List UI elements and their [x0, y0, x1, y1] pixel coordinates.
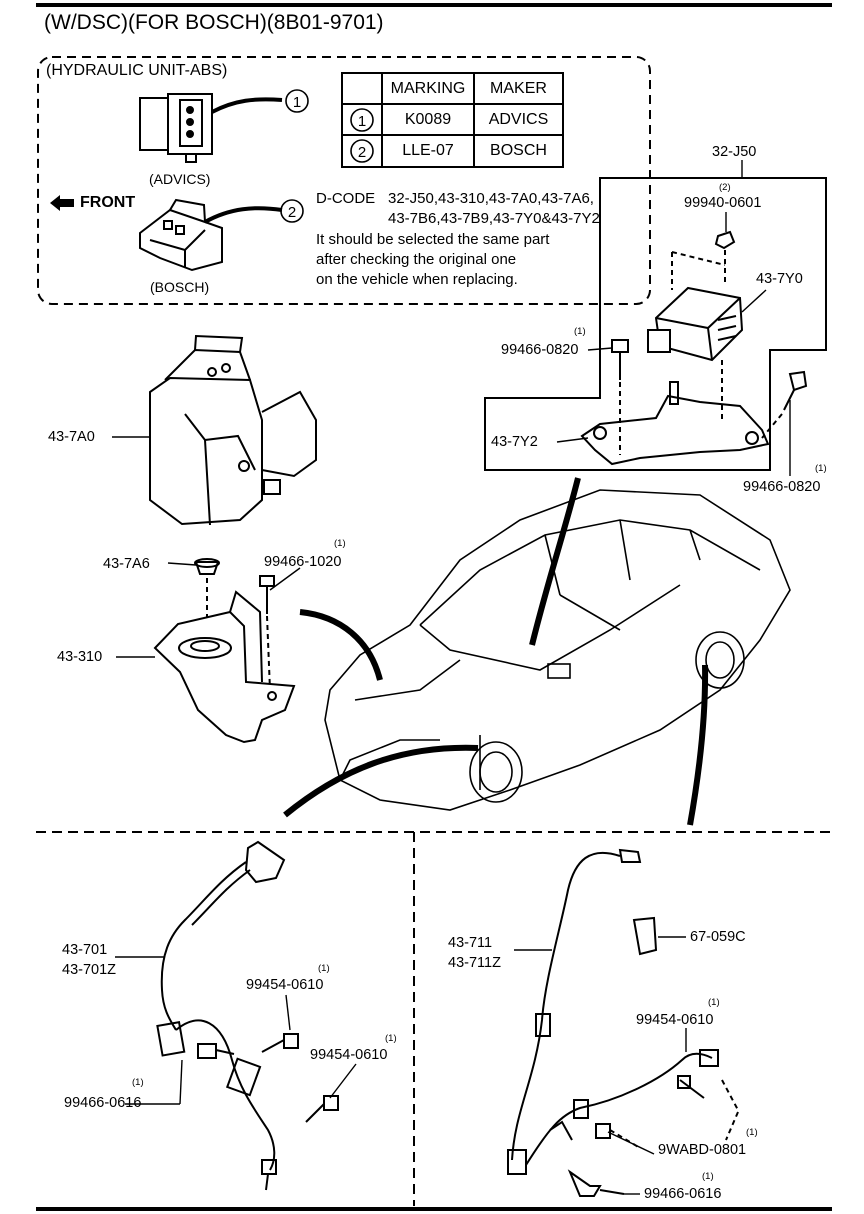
part-99454-0610-c-qty: (1)	[708, 997, 720, 1008]
pointer-abs	[299, 609, 383, 681]
callout-2-text: 2	[288, 204, 296, 221]
part-99454-0610-c[interactable]: 99454-0610	[636, 1012, 714, 1028]
part-99940-qty: (2)	[719, 182, 731, 193]
part-43-7a0[interactable]: 43-7A0	[48, 429, 95, 445]
part-99466-0616-b-qty: (1)	[702, 1171, 714, 1182]
note-line-1: It should be selected the same part	[316, 231, 550, 248]
part-43-7a6[interactable]: 43-7A6	[103, 556, 150, 572]
part-9wabd-0801-qty: (1)	[746, 1127, 758, 1138]
part-99454-0610-a-qty: (1)	[318, 963, 330, 974]
dcode-line-1: 32-J50,43-310,43-7A0,43-7A6,	[388, 190, 594, 207]
table-header-maker: MAKER	[490, 80, 547, 97]
part-99466-0616-b[interactable]: 99466-0616	[644, 1186, 722, 1202]
leader-lines	[112, 160, 791, 1195]
front-arrow-icon	[50, 195, 74, 211]
front-wheel-sensor-illustration	[156, 840, 339, 1191]
part-99466-0616-a[interactable]: 99466-0616	[64, 1095, 142, 1111]
part-99454-0610-b[interactable]: 99454-0610	[310, 1047, 388, 1063]
table-row-1-marking: K0089	[404, 111, 452, 128]
table-row-1-maker: ADVICS	[488, 111, 549, 128]
part-99466-0820-a-qty: (1)	[574, 326, 586, 337]
marking-table	[341, 72, 564, 168]
hydraulic-unit-title: (HYDRAULIC UNIT-ABS)	[46, 62, 228, 79]
part-67-059c[interactable]: 67-059C	[690, 929, 746, 945]
part-99466-0820-b[interactable]: 99466-0820	[743, 479, 821, 495]
part-32-j50[interactable]: 32-J50	[712, 144, 757, 160]
dcode-label: D-CODE	[316, 190, 376, 207]
part-99940-0601[interactable]: 99940-0601	[684, 195, 762, 211]
part-43-711[interactable]: 43-711	[448, 935, 493, 951]
advics-unit-illustration	[139, 89, 309, 163]
front-label: FRONT	[80, 194, 136, 211]
page-title: (W/DSC)(FOR BOSCH)(8B01-9701)	[44, 11, 384, 34]
part-43-310[interactable]: 43-310	[57, 649, 103, 665]
abs-hydraulic-unit-illustration	[149, 334, 317, 526]
part-9wabd-0801[interactable]: 9WABD-0801	[658, 1142, 747, 1158]
part-99466-0820-a[interactable]: 99466-0820	[501, 342, 579, 358]
hydraulic-unit-box	[37, 56, 651, 305]
label-bosch: (BOSCH)	[150, 279, 210, 295]
table-row-2-marking: LLE-07	[402, 142, 454, 159]
part-99466-0616-a-qty: (1)	[132, 1077, 144, 1088]
table-row-2-maker: BOSCH	[490, 142, 547, 159]
part-43-7y0[interactable]: 43-7Y0	[756, 271, 803, 287]
dcode-line-2: 43-7B6,43-7B9,43-7Y0&43-7Y2	[388, 210, 600, 227]
table-row-2-num: 2	[358, 144, 366, 161]
callout-1-text: 1	[293, 94, 301, 111]
part-43-7y2[interactable]: 43-7Y2	[491, 434, 538, 450]
vehicle-illustration	[324, 489, 791, 811]
note-line-3: on the vehicle when replacing.	[316, 271, 518, 288]
part-99466-1020-qty: (1)	[334, 538, 346, 549]
yaw-rate-sensor-illustration	[580, 230, 808, 466]
table-row-1-num: 1	[358, 113, 366, 130]
part-43-711z[interactable]: 43-711Z	[448, 955, 501, 971]
pointer-front-wheel	[283, 744, 479, 818]
table-header-marking: MARKING	[390, 80, 466, 97]
pointer-rear-wheel	[687, 664, 709, 826]
yaw-sensor-group-box	[484, 177, 827, 471]
bosch-unit-illustration	[139, 198, 304, 272]
part-99466-1020[interactable]: 99466-1020	[264, 554, 342, 570]
part-99466-0820-b-qty: (1)	[815, 463, 827, 474]
part-43-701[interactable]: 43-701	[62, 942, 108, 958]
part-99454-0610-b-qty: (1)	[385, 1033, 397, 1044]
pointer-yaw	[529, 477, 581, 646]
note-line-2: after checking the original one	[316, 251, 517, 268]
part-43-701z[interactable]: 43-701Z	[62, 962, 117, 978]
abs-bracket-illustration	[153, 558, 296, 744]
part-99454-0610-a[interactable]: 99454-0610	[246, 977, 324, 993]
label-advics: (ADVICS)	[149, 171, 211, 187]
